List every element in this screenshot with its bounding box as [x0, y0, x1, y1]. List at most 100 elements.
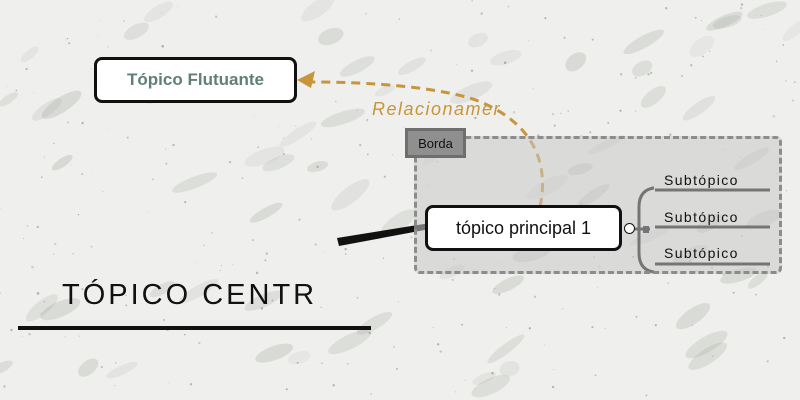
texture-speck: [793, 81, 796, 84]
relationship-label[interactable]: Relacionamer: [372, 99, 502, 119]
texture-blob: [20, 46, 39, 63]
texture-speck: [532, 87, 534, 90]
texture-speck: [43, 156, 45, 158]
texture-blob: [51, 155, 73, 171]
texture-speck: [471, 0, 473, 2]
texture-speck: [470, 69, 474, 72]
texture-speck: [739, 6, 743, 10]
texture-blob: [782, 19, 800, 42]
texture-speck: [165, 148, 167, 150]
texture-speck: [681, 74, 684, 77]
subtopic-3[interactable]: Subtópico: [664, 245, 739, 261]
texture-speck: [125, 304, 128, 307]
texture-speck: [25, 68, 28, 71]
texture-speck: [461, 323, 463, 326]
texture-speck: [203, 244, 205, 247]
texture-speck: [567, 110, 570, 112]
texture-speck: [92, 169, 94, 171]
texture-speck: [436, 343, 440, 346]
texture-speck: [398, 301, 400, 303]
texture-blob: [123, 22, 149, 40]
texture-speck: [775, 60, 778, 63]
texture-speck: [114, 385, 116, 387]
texture-blob: [747, 1, 787, 19]
texture-speck: [184, 201, 187, 204]
texture-speck: [184, 333, 186, 336]
texture-speck: [391, 154, 393, 156]
texture-speck: [253, 115, 255, 117]
collapse-handle-icon[interactable]: [624, 223, 635, 234]
texture-speck: [219, 269, 221, 272]
texture-speck: [54, 242, 57, 246]
texture-blob: [472, 371, 496, 385]
texture-blob: [320, 108, 365, 128]
central-topic[interactable]: TÓPICO CENTR: [62, 279, 318, 311]
texture-speck: [553, 124, 556, 127]
texture-speck: [257, 146, 260, 149]
texture-speck: [454, 391, 456, 393]
floating-topic[interactable]: Tópico Flutuante: [94, 57, 297, 103]
texture-speck: [281, 287, 284, 290]
texture-speck: [161, 44, 164, 48]
texture-speck: [163, 318, 166, 321]
texture-speck: [298, 218, 301, 221]
texture-speck: [160, 12, 163, 14]
texture-speck: [100, 365, 103, 369]
texture-speck: [366, 39, 368, 41]
texture-speck: [252, 239, 254, 242]
texture-speck: [649, 71, 653, 75]
texture-speck: [282, 137, 284, 139]
texture-blob: [0, 92, 18, 107]
texture-speck: [232, 264, 234, 266]
texture-speck: [332, 384, 335, 387]
texture-speck: [255, 271, 259, 275]
texture-blob: [339, 56, 375, 77]
texture-speck: [66, 37, 69, 40]
texture-blob: [179, 278, 219, 304]
texture-speck: [0, 208, 1, 210]
texture-speck: [36, 292, 40, 295]
texture-speck: [619, 109, 622, 112]
boundary-tag[interactable]: Borda: [405, 128, 466, 158]
texture-speck: [22, 335, 24, 337]
texture-speck: [114, 362, 117, 364]
texture-blob: [374, 84, 395, 97]
texture-speck: [365, 12, 368, 15]
texture-speck: [78, 335, 81, 337]
texture-speck: [634, 76, 637, 79]
texture-speck: [783, 336, 786, 340]
texture-speck: [152, 178, 155, 181]
texture-blob: [149, 281, 175, 298]
subtopic-1[interactable]: Subtópico: [664, 172, 739, 188]
texture-blob: [356, 311, 393, 335]
texture-speck: [344, 247, 347, 251]
texture-speck: [90, 67, 92, 70]
main-topic-label: tópico principal 1: [455, 217, 592, 238]
subtopic-2[interactable]: Subtópico: [664, 209, 739, 225]
texture-speck: [669, 133, 672, 136]
texture-speck: [294, 125, 297, 127]
texture-blob: [144, 1, 174, 23]
texture-speck: [22, 237, 25, 240]
texture-speck: [265, 252, 268, 255]
main-topic[interactable]: tópico principal 1: [425, 205, 622, 251]
texture-speck: [507, 5, 510, 8]
texture-blob: [640, 85, 666, 108]
texture-speck: [72, 252, 74, 255]
texture-blob: [632, 60, 653, 77]
texture-speck: [198, 341, 201, 345]
texture-speck: [432, 326, 435, 329]
texture-speck: [189, 383, 193, 386]
texture-speck: [278, 125, 280, 127]
texture-speck: [594, 374, 597, 377]
texture-speck: [647, 73, 650, 76]
texture-speck: [40, 176, 43, 179]
texture-speck: [366, 119, 368, 122]
texture-speck: [99, 20, 101, 22]
texture-speck: [562, 308, 564, 310]
texture-speck: [782, 44, 785, 46]
texture-speck: [591, 326, 594, 329]
texture-speck: [70, 164, 72, 166]
texture-speck: [439, 350, 442, 353]
texture-speck: [791, 99, 795, 102]
